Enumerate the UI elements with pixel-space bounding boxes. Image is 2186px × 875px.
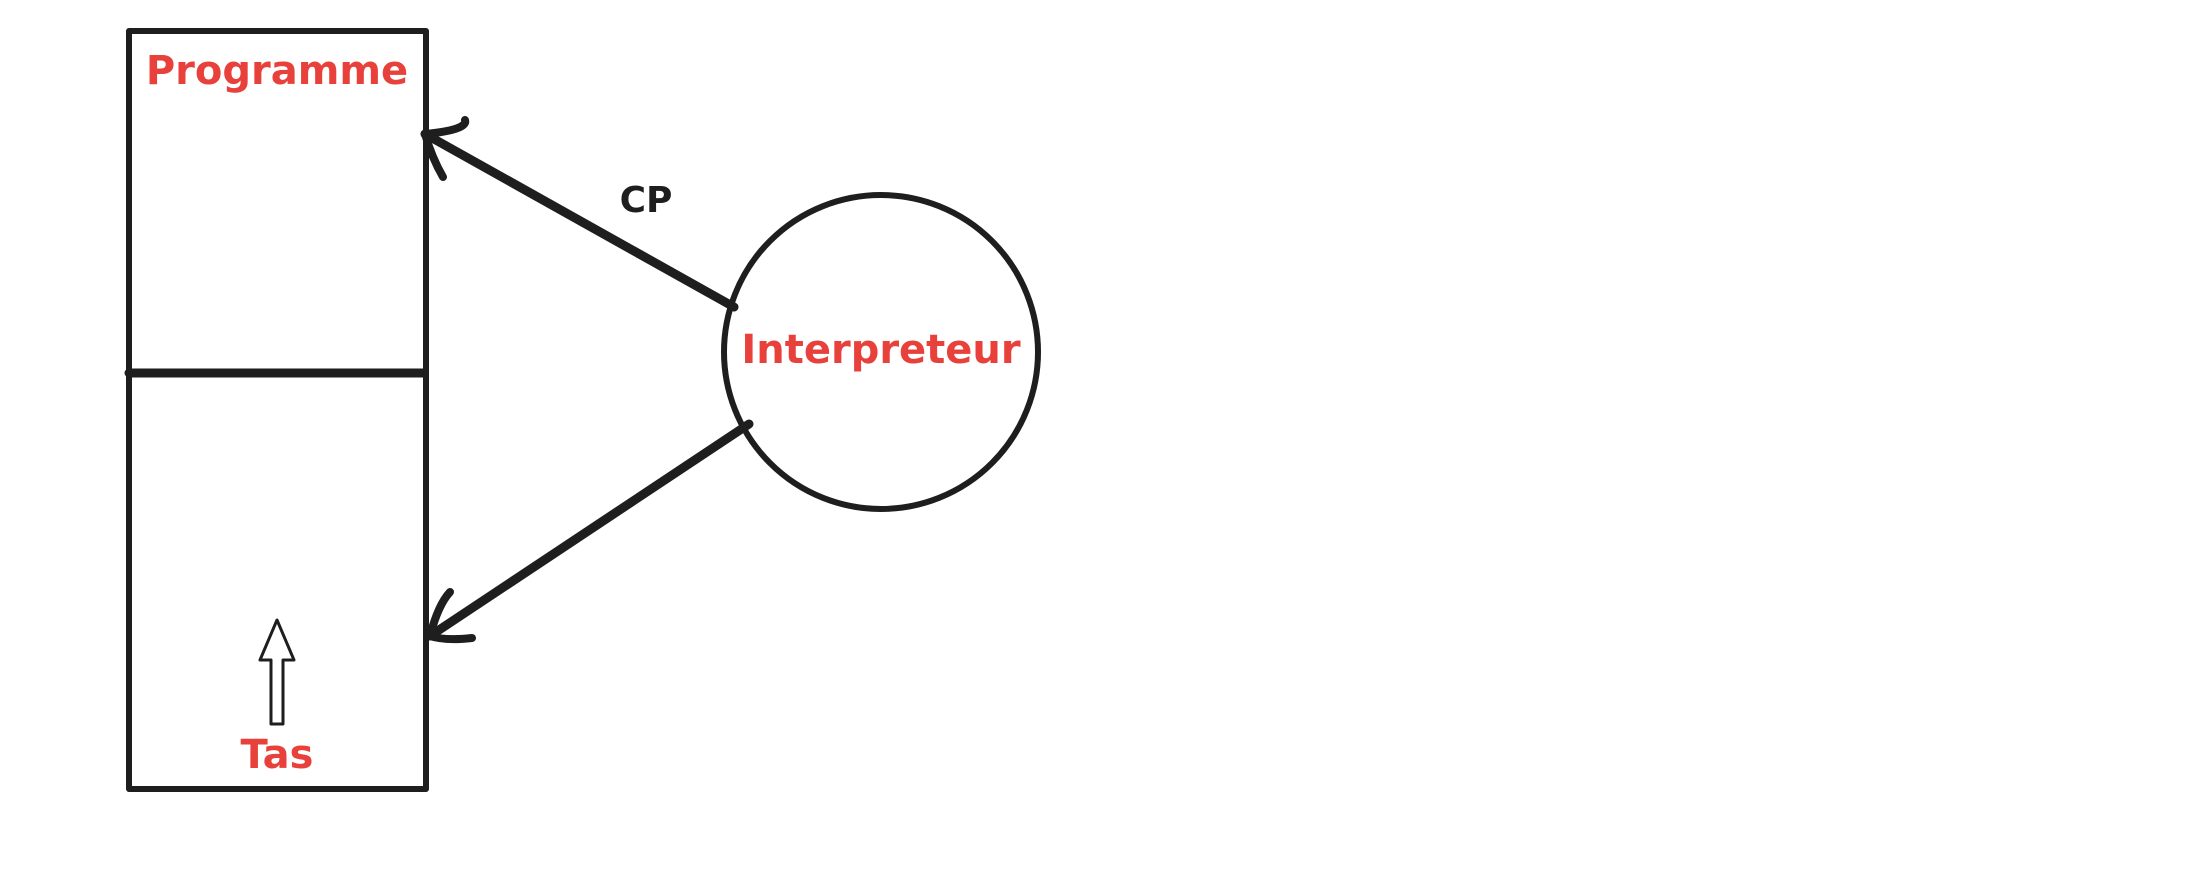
programme-label: Programme <box>146 48 408 94</box>
interpreter-circle <box>721 192 1041 512</box>
program-counter-label: CP <box>620 180 673 221</box>
program-counter-arrowhead-icon <box>421 116 470 181</box>
program-counter-arrow: CP <box>420 116 739 312</box>
tas-label: Tas <box>241 732 314 778</box>
heap-growth-arrow-icon <box>258 618 296 726</box>
program-counter-arrow-shaft <box>420 129 739 312</box>
heap-pointer-arrow-shaft <box>425 419 754 641</box>
interpreter-node: Interpreteur <box>721 192 1041 512</box>
heap-pointer-arrow <box>425 419 754 644</box>
interpreter-label: Interpreteur <box>741 327 1021 373</box>
heap-pointer-arrowhead-icon <box>426 588 476 644</box>
memory-block: Programme Tas <box>124 28 429 792</box>
memory-block-outline <box>126 28 429 792</box>
